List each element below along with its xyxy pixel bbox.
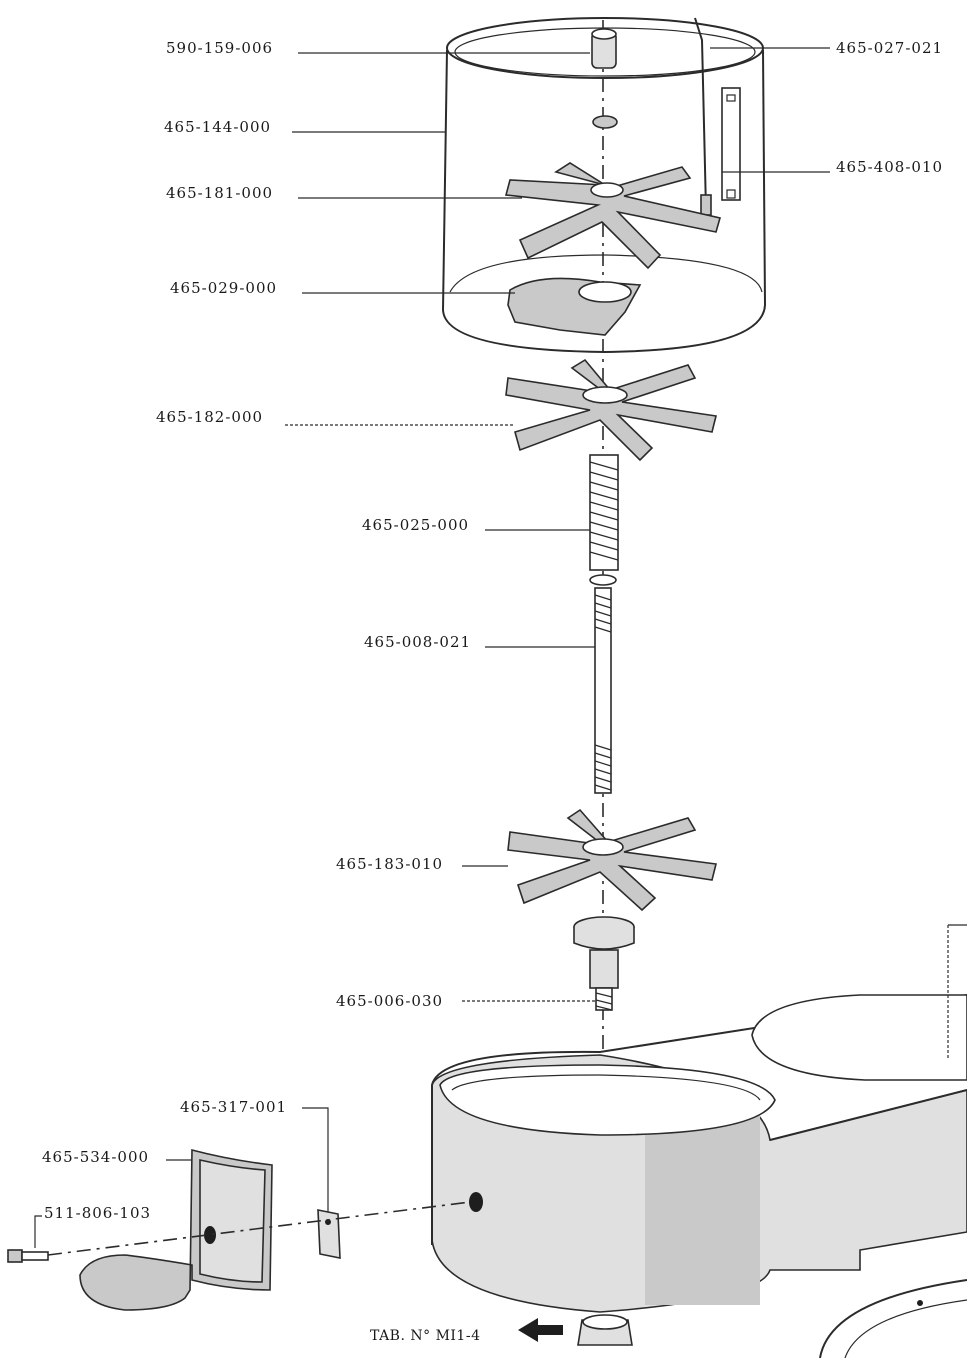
base-housing (431, 994, 967, 1313)
label-465-181-000: 465-181-000 (166, 184, 273, 202)
mounting-bracket (79, 1148, 273, 1311)
container-bowl (442, 17, 766, 354)
label-465-408-010: 465-408-010 (836, 158, 943, 176)
reference-arrow-icon (518, 1318, 563, 1342)
leader-lines (34, 47, 830, 1248)
drive-bushing (573, 916, 635, 1011)
label-465-144-000: 465-144-000 (164, 118, 271, 136)
side-label-strip (721, 87, 741, 201)
lower-star-agitator (507, 808, 717, 912)
housing-side-hole (469, 1192, 483, 1212)
label-465-029-000: 465-029-000 (170, 279, 277, 297)
spring (589, 454, 619, 571)
threaded-shaft (589, 574, 617, 794)
top-cap-knob (591, 28, 617, 69)
level-rod (694, 17, 712, 216)
label-465-008-021: 465-008-021 (364, 633, 471, 651)
label-590-159-006: 590-159-006 (166, 39, 273, 57)
label-465-006-030: 465-006-030 (336, 992, 443, 1010)
side-axis (47, 1201, 471, 1256)
label-465-183-010: 465-183-010 (336, 855, 443, 873)
label-465-534-000: 465-534-000 (42, 1148, 149, 1166)
label-465-025-000: 465-025-000 (362, 516, 469, 534)
deflector-plate (507, 277, 642, 336)
label-465-027-021: 465-027-021 (836, 39, 943, 57)
middle-star-agitator (505, 358, 717, 462)
label-465-182-000: 465-182-000 (156, 408, 263, 426)
reference-table-label: TAB. N° MI1-4 (370, 1328, 480, 1344)
label-511-806-103: 511-806-103 (44, 1204, 151, 1222)
small-washer (592, 115, 618, 129)
bottom-coupling (577, 1314, 633, 1346)
label-465-317-001: 465-317-001 (180, 1098, 287, 1116)
small-gasket (317, 1209, 341, 1259)
fixing-screw (7, 1249, 49, 1263)
lower-right-bowl (819, 1279, 967, 1359)
upper-star-agitator (504, 162, 722, 270)
